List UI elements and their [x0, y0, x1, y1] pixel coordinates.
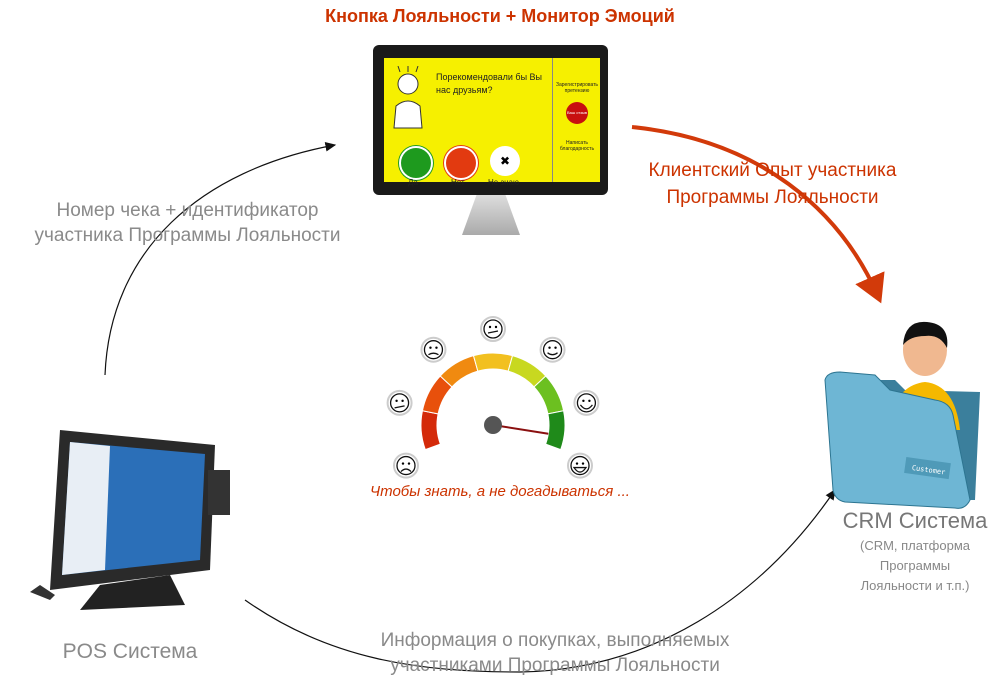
feedback-button[interactable]: Ваш отзыв: [566, 102, 588, 124]
happy-face-icon: [573, 389, 600, 416]
purchase-info-line: участниками Программы Лояльности: [390, 655, 720, 676]
no-button[interactable]: [444, 146, 478, 180]
close-icon: ✖: [499, 154, 511, 168]
grumpy-face-icon: [420, 336, 447, 363]
experience-label-line: Программы Лояльности: [666, 187, 879, 208]
pos-terminal: [30, 430, 230, 610]
crm-subtitle-line: Программы: [879, 558, 951, 573]
smile-face-icon: [539, 336, 566, 363]
dont-know-button[interactable]: ✖: [490, 146, 520, 176]
receipt-label: Номер чека + идентификатор участника Про…: [0, 198, 375, 248]
monitor-screen: Порекомендовали бы Вы нас друзьям? ✖ Да …: [384, 58, 601, 187]
gauge-segment: [420, 410, 442, 451]
annoyed-face-icon: [386, 389, 413, 416]
question-line: Порекомендовали бы Вы: [436, 72, 543, 82]
loyalty-monitor: Порекомендовали бы Вы нас друзьям? ✖ Да …: [373, 45, 608, 195]
gauge-needle: [492, 424, 549, 435]
experience-label: Клиентский Опыт участника Программы Лоял…: [615, 157, 930, 211]
crm-subtitle: (CRM, платформа Программы Лояльности и т…: [835, 536, 995, 596]
experience-label-line: Клиентский Опыт участника: [648, 160, 897, 181]
receipt-label-line: Номер чека + идентификатор: [56, 200, 319, 221]
no-label: Нет: [451, 178, 465, 187]
yes-button[interactable]: [399, 146, 433, 180]
survey-question: Порекомендовали бы Вы нас друзьям?: [436, 71, 542, 97]
purchase-info-line: Информация о покупках, выполняемых: [380, 630, 730, 651]
thanks-label: Написать благодарность: [559, 140, 595, 152]
emotion-gauge: [386, 316, 600, 479]
gauge-hub: [484, 416, 502, 434]
crm-subtitle-line: Лояльности и т.п.): [860, 578, 970, 593]
arrow-pos-to-monitor: [104, 142, 337, 376]
slogan: Чтобы знать, а не догадываться ...: [370, 483, 630, 500]
cartoon-man-icon: [393, 66, 423, 129]
arrow-pos-to-crm: [244, 489, 836, 673]
diagram-title: Кнопка Лояльности + Монитор Эмоций: [325, 6, 675, 26]
complaint-label: Зарегистрировать претензию: [555, 82, 599, 94]
crm-title: CRM Система: [842, 508, 988, 533]
receipt-label-line: участника Программы Лояльности: [34, 225, 341, 246]
purchase-info-label: Информация о покупках, выполняемых участ…: [300, 628, 810, 678]
gauge-segment: [544, 410, 566, 451]
question-line: нас друзьям?: [436, 85, 493, 95]
laughing-face-icon: [567, 452, 594, 479]
crm-folder-icon: Customer: [824, 321, 980, 509]
arrow-monitor-to-crm: [631, 125, 885, 304]
pos-label: POS Система: [62, 640, 198, 663]
angry-face-icon: [392, 452, 419, 479]
yes-label: Да: [408, 178, 418, 187]
side-panel: Зарегистрировать претензию Ваш отзыв Нап…: [552, 58, 601, 182]
gauge-segment: [472, 352, 514, 372]
crm-subtitle-line: (CRM, платформа: [859, 538, 970, 553]
neutral-face-icon: [480, 316, 506, 342]
dont-know-label: Не знаю: [488, 178, 519, 187]
